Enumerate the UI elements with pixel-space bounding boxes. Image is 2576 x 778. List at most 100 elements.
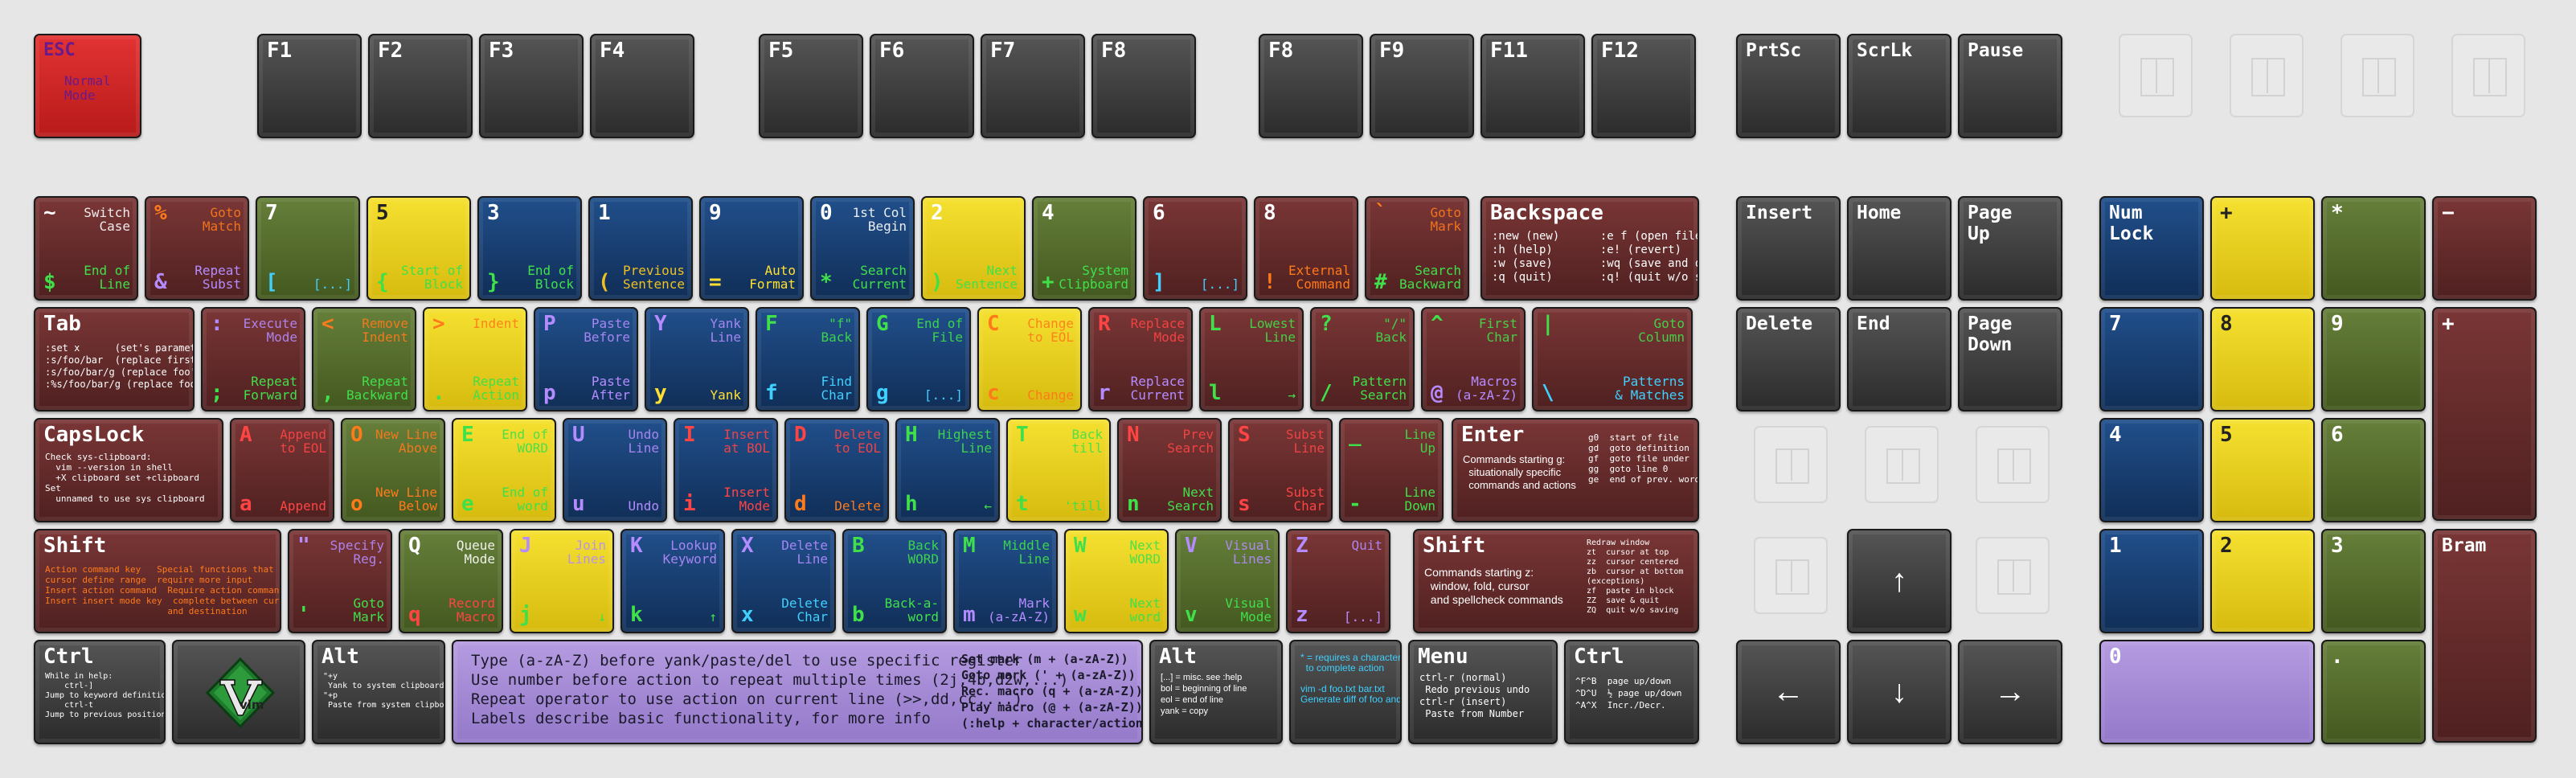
pagedown-key[interactable]: Page Down	[1958, 307, 2062, 412]
end-key[interactable]: End	[1847, 307, 1951, 412]
numpad-star-key[interactable]: *	[2321, 196, 2426, 301]
arrow-down-key[interactable]: ↓	[1847, 640, 1951, 744]
numpad-minus-key[interactable]: −	[2432, 196, 2537, 301]
ctrl-left-key[interactable]: Ctrl While in help: ctrl-] Jump to keywo…	[34, 640, 166, 744]
prtsc-key[interactable]: PrtSc	[1736, 34, 1841, 138]
ctrl-right-key[interactable]: Ctrl ^F^B page up/down ^D^U ½ page up/do…	[1564, 640, 1699, 744]
number-row-key-4[interactable]: 3}End of Block	[477, 196, 582, 301]
numpad-7-key[interactable]: 7	[2099, 307, 2204, 412]
numpad-1-key[interactable]: 1	[2099, 529, 2204, 633]
f4-key[interactable]: F4	[590, 34, 694, 138]
numlock-key[interactable]: Num Lock	[2099, 196, 2204, 301]
bottom-row-key-0[interactable]: "Specify Reg.'Goto Mark	[288, 529, 392, 633]
qwerty-row-key-12[interactable]: |Goto Column\Patterns & Matches	[1532, 307, 1693, 412]
capslock-key[interactable]: CapsLock Check sys-clipboard: vim --vers…	[34, 418, 223, 522]
f11-key[interactable]: F11	[1480, 34, 1585, 138]
number-row-key-3[interactable]: 5{Start of Block	[367, 196, 471, 301]
f9-key[interactable]: F9	[1370, 34, 1474, 138]
delete-key[interactable]: Delete	[1736, 307, 1841, 412]
vim-logo-key[interactable]: vim	[172, 640, 305, 744]
number-row-key-9[interactable]: 4+System Clipboard	[1032, 196, 1136, 301]
alt-left-key[interactable]: Alt "+y Yank to system clipboard "+p Pas…	[312, 640, 445, 744]
qwerty-row-key-2[interactable]: >Indent.Repeat Action	[423, 307, 527, 412]
number-row-key-5[interactable]: 1(Previous Sentence	[588, 196, 693, 301]
home-row-key-10[interactable]: _Line Up-Line Down	[1339, 418, 1444, 522]
number-row-key-10[interactable]: 6][...]	[1143, 196, 1247, 301]
f6-key[interactable]: F6	[870, 34, 974, 138]
numpad-9-key[interactable]: 9	[2321, 307, 2426, 412]
pageup-key[interactable]: Page Up	[1958, 196, 2062, 301]
numpad-3-key[interactable]: 3	[2321, 529, 2426, 633]
qwerty-row-key-0[interactable]: :Execute Mode;Repeat Forward	[201, 307, 305, 412]
spacebar-key[interactable]: Type (a-zA-Z) before yank/paste/del to u…	[452, 640, 1143, 744]
f8-key[interactable]: F8	[1091, 34, 1196, 138]
arrow-right-key[interactable]: →	[1958, 640, 2062, 744]
win-key[interactable]: * = requires a character to complete act…	[1289, 640, 1402, 744]
numpad-0-key[interactable]: 0	[2099, 640, 2315, 744]
f7-key[interactable]: F7	[981, 34, 1085, 138]
esc-key[interactable]: ESC Normal Mode	[34, 34, 141, 138]
number-row-key-11[interactable]: 8!External Command	[1254, 196, 1358, 301]
numpad-plus-top-key[interactable]: +	[2210, 196, 2315, 301]
tab-key[interactable]: Tab :set x (set's parameter "x") :s/foo/…	[34, 307, 195, 412]
arrow-left-key[interactable]: ←	[1736, 640, 1841, 744]
qwerty-row-key-1[interactable]: <Remove Indent,Repeat Backward	[312, 307, 416, 412]
f3-key[interactable]: F3	[479, 34, 584, 138]
numpad-6-key[interactable]: 6	[2321, 418, 2426, 522]
qwerty-row-key-11[interactable]: ^First Char@Macros (a-zA-Z)	[1421, 307, 1526, 412]
home-key[interactable]: Home	[1847, 196, 1951, 301]
alt-right-key[interactable]: Alt [...] = misc. see :help bol = beginn…	[1149, 640, 1283, 744]
number-row-key-12[interactable]: `Goto Mark#Search Backward	[1365, 196, 1469, 301]
f1-key[interactable]: F1	[257, 34, 362, 138]
shift-left-key[interactable]: Shift Action command key Special functio…	[34, 529, 281, 633]
number-row-key-0[interactable]: ~Switch Case$End of Line	[34, 196, 138, 301]
numpad-2-key[interactable]: 2	[2210, 529, 2315, 633]
qwerty-row-key-10[interactable]: ?"/" Back/Pattern Search	[1310, 307, 1415, 412]
enter-key[interactable]: Enter Commands starting g: situationally…	[1452, 418, 1699, 522]
numpad-8-key[interactable]: 8	[2210, 307, 2315, 412]
f12-key[interactable]: F12	[1591, 34, 1696, 138]
shift-right-key[interactable]: Shift Commands starting z: window, fold,…	[1413, 529, 1699, 633]
f5-key[interactable]: F5	[759, 34, 863, 138]
number-row-key-2[interactable]: 7[[...]	[256, 196, 360, 301]
scrlk-key[interactable]: ScrLk	[1847, 34, 1951, 138]
numpad-bram-key[interactable]: Bram	[2432, 529, 2537, 743]
f2-key[interactable]: F2	[368, 34, 473, 138]
numpad-5-key[interactable]: 5	[2210, 418, 2315, 522]
insert-key[interactable]: Insert	[1736, 196, 1841, 301]
numpad-plus-key[interactable]: +	[2432, 307, 2537, 521]
backspace-key[interactable]: Backspace :new (new) :e f (open file f) …	[1480, 196, 1699, 301]
numpad-dot-key[interactable]: .	[2321, 640, 2426, 744]
pause-key[interactable]: Pause	[1958, 34, 2062, 138]
number-row-key-1[interactable]: %Goto Match&Repeat Subst	[145, 196, 249, 301]
number-row-key-8[interactable]: 2)Next Sentence	[921, 196, 1026, 301]
numpad-4-key[interactable]: 4	[2099, 418, 2204, 522]
f8b-key[interactable]: F8	[1259, 34, 1363, 138]
arrow-up-key[interactable]: ↑	[1847, 529, 1951, 633]
number-row-key-6[interactable]: 9=Auto Format	[699, 196, 804, 301]
